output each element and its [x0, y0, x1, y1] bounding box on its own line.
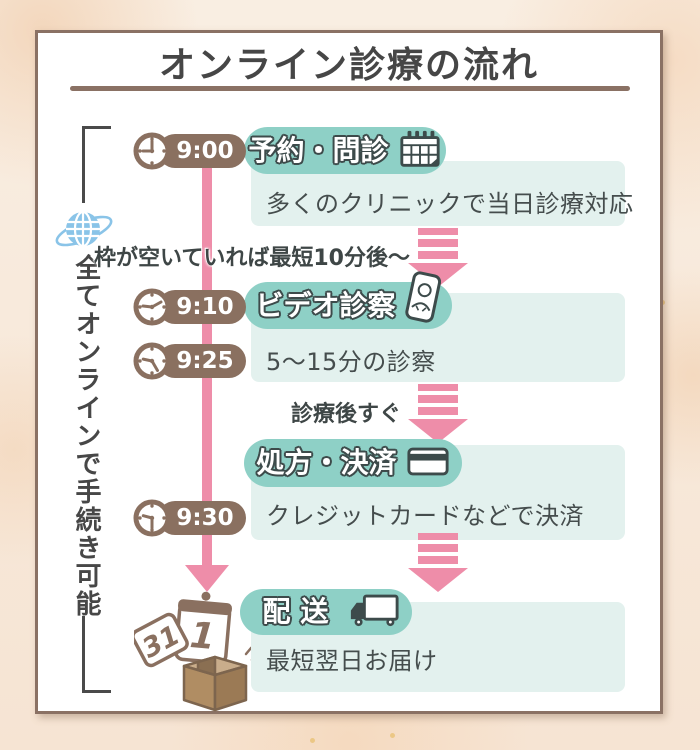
side-bracket-bottom	[82, 616, 111, 693]
title-divider	[70, 86, 630, 91]
clock-icon	[132, 287, 172, 327]
side-bracket-top	[82, 126, 111, 203]
step-desc-delivery: 最短翌日お届け	[266, 647, 438, 675]
step-label: 予約・問診	[248, 133, 389, 167]
time-label: 9:10	[176, 294, 234, 320]
time-label: 9:25	[176, 348, 234, 374]
step-pill-delivery: 配送	[240, 589, 412, 635]
time-label: 9:30	[176, 505, 234, 531]
segmented-arrow-icon	[408, 533, 468, 592]
clock-icon	[132, 498, 172, 538]
time-label: 9:00	[176, 138, 234, 164]
step-label: 配送	[262, 595, 339, 628]
delivery-truck-icon	[348, 593, 400, 632]
step-desc-video: 5〜15分の診察	[266, 348, 436, 376]
gold-speck	[310, 738, 315, 743]
step-label: ビデオ診察	[255, 288, 396, 322]
time-pill: 9:10	[158, 290, 246, 324]
step-pill-payment: 処方・決済	[244, 439, 462, 487]
page-title: オンライン診療の流れ	[158, 45, 539, 86]
credit-card-icon	[406, 446, 450, 481]
annotation-wait-time: 枠が空いていれば最短10分後〜	[94, 246, 410, 271]
calendar-icon	[398, 129, 442, 173]
time-pill: 9:00	[158, 134, 246, 168]
step-desc-reservation: 多くのクリニックで当日診療対応	[266, 190, 634, 218]
step-pill-video: ビデオ診察	[244, 270, 452, 329]
flip-calendar-icon: 1 31	[131, 588, 246, 674]
globe-icon	[52, 200, 114, 264]
step-desc-payment: クレジットカードなどで決済	[266, 502, 585, 530]
annotation-after-exam: 診療後すぐ	[291, 402, 402, 427]
clock-icon	[132, 131, 172, 171]
timeline-arrowhead-icon	[185, 565, 229, 592]
time-pill: 9:25	[158, 344, 246, 378]
step-pill-reservation: 予約・問診	[244, 127, 446, 174]
step-label: 処方・決済	[256, 446, 397, 479]
segmented-arrow-icon	[408, 384, 468, 443]
package-box-icon	[174, 644, 258, 718]
side-note-vertical: 全てオンラインで手続き可能	[71, 254, 101, 618]
time-pill: 9:30	[158, 501, 246, 535]
clock-icon	[132, 341, 172, 381]
calendar-new-date: 1	[188, 615, 217, 658]
gold-speck	[390, 733, 395, 738]
smartphone-video-icon	[404, 270, 441, 329]
